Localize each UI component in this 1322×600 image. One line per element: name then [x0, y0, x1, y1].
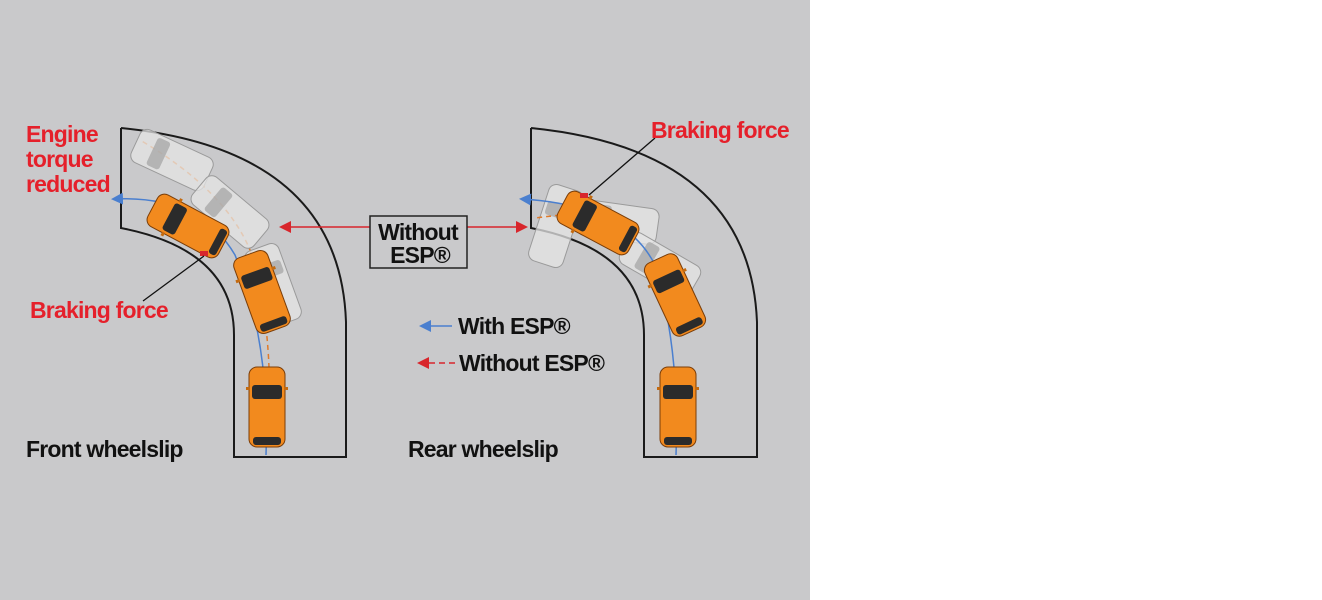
diagram-canvas: Engine torque reduced Braking force Fron… — [26, 117, 790, 462]
pointer-line — [588, 137, 656, 196]
pointer-line — [142, 255, 205, 302]
without-esp-callout: Without ESP® — [279, 215, 528, 269]
engine-torque-label-1: Engine — [26, 121, 98, 147]
car — [638, 249, 712, 341]
braking-force-label: Braking force — [30, 297, 168, 323]
braking-force-label: Braking force — [651, 117, 789, 143]
legend-with-esp-label: With ESP® — [458, 313, 571, 339]
esp-diagram: Engine torque reduced Braking force Fron… — [0, 0, 810, 600]
front-wheelslip-title: Front wheelslip — [26, 436, 183, 462]
front-wheelslip-scenario: Engine torque reduced Braking force Fron… — [26, 121, 347, 462]
road-boundary — [120, 127, 347, 458]
car — [245, 366, 289, 448]
legend: With ESP® Without ESP® — [417, 313, 606, 376]
without-esp-box-line2: ESP® — [390, 242, 451, 268]
without-esp-path — [534, 214, 561, 219]
brake-marker — [580, 193, 588, 198]
engine-torque-label-2: torque — [26, 146, 93, 172]
road-boundary — [530, 127, 758, 458]
car — [656, 366, 700, 448]
brake-marker — [200, 251, 208, 256]
rear-wheelslip-scenario: Braking force Rear wheelslip — [408, 117, 790, 462]
legend-without-esp-label: Without ESP® — [459, 350, 605, 376]
without-esp-box-line1: Without — [378, 219, 459, 245]
rear-wheelslip-title: Rear wheelslip — [408, 436, 559, 462]
engine-torque-label-3: reduced — [26, 171, 110, 197]
